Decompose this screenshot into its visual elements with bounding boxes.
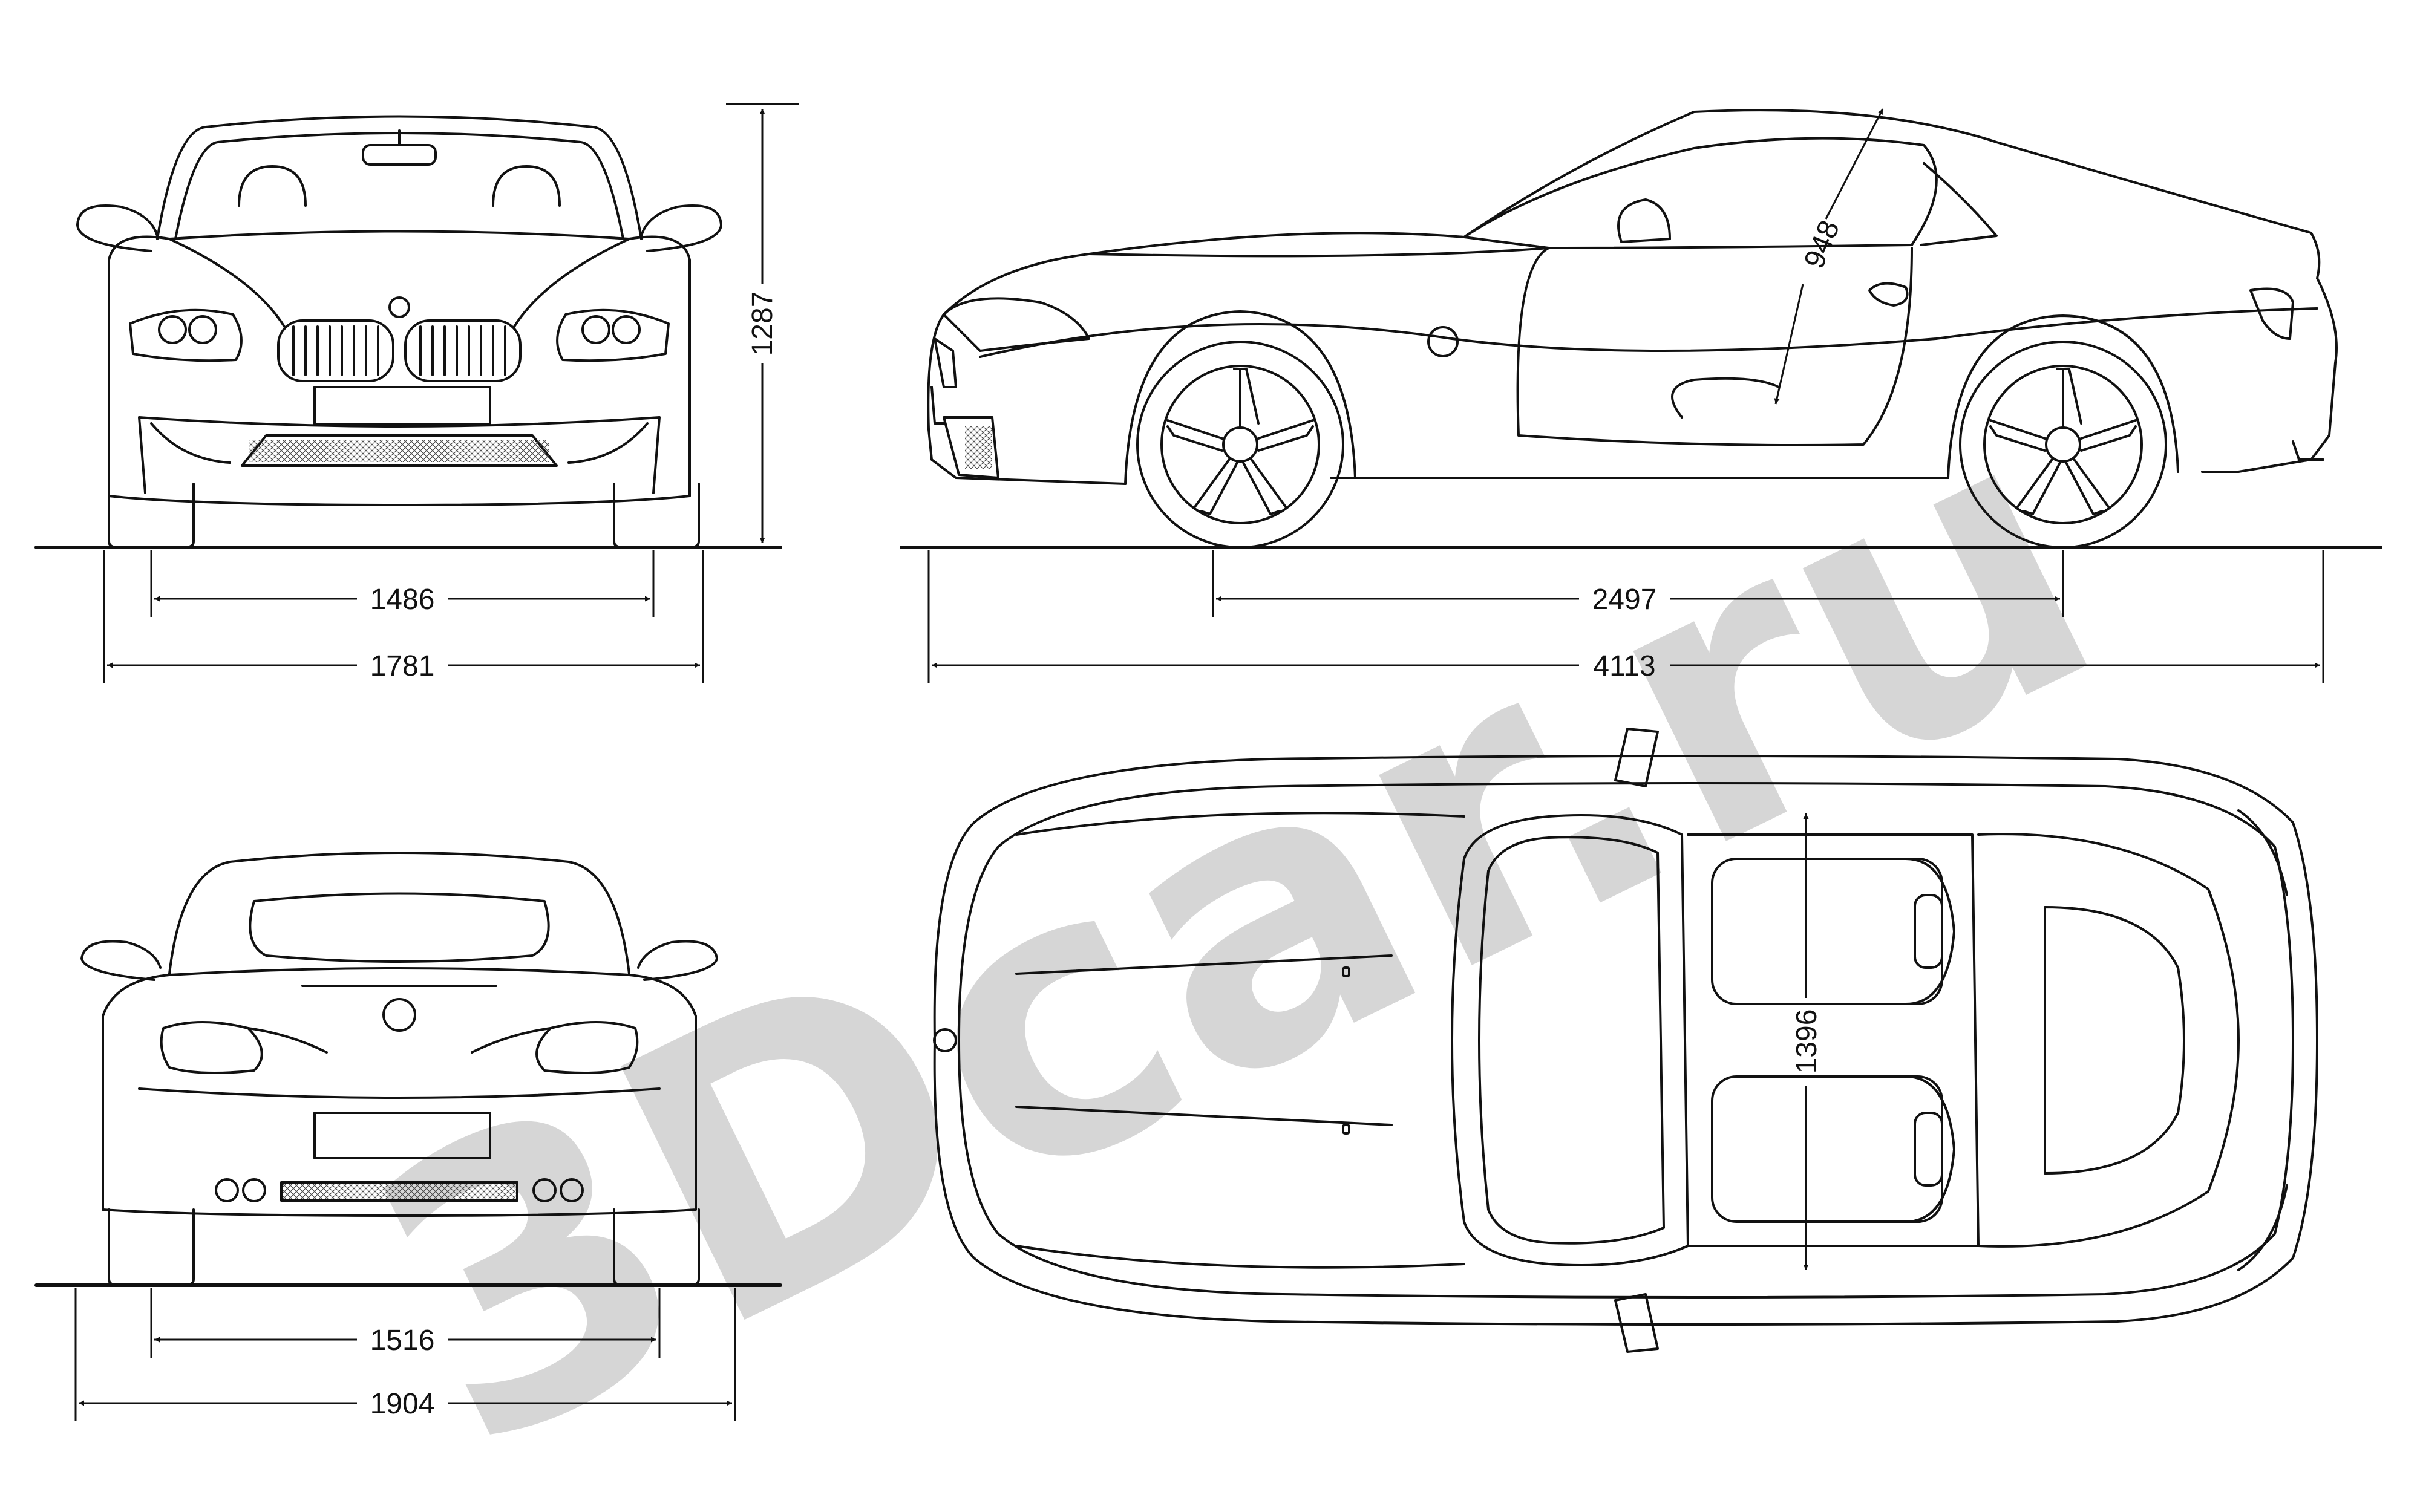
dim-front-track: 1486 (370, 584, 435, 616)
dim-length: 4113 (1593, 650, 1655, 682)
dim-front-width: 1781 (370, 650, 435, 682)
front-view (34, 115, 782, 549)
top-view (933, 728, 2318, 1353)
dim-door-opening: 948 (1798, 216, 1846, 273)
side-dimensions (927, 108, 2324, 683)
watermark: 3Dcar.ru (313, 328, 2156, 1512)
dim-rear-track: 1516 (370, 1325, 435, 1357)
rear-view (34, 852, 782, 1287)
rear-dimensions (74, 1288, 736, 1421)
dim-rear-width: 1904 (370, 1388, 435, 1420)
dim-wheelbase: 2497 (1592, 584, 1657, 616)
front-dimensions (103, 103, 799, 683)
side-view (900, 109, 2382, 549)
watermark-text: 3Dcar.ru (313, 328, 2156, 1512)
dim-height: 1287 (747, 292, 779, 356)
dim-top-width: 1396 (1791, 1009, 1823, 1074)
